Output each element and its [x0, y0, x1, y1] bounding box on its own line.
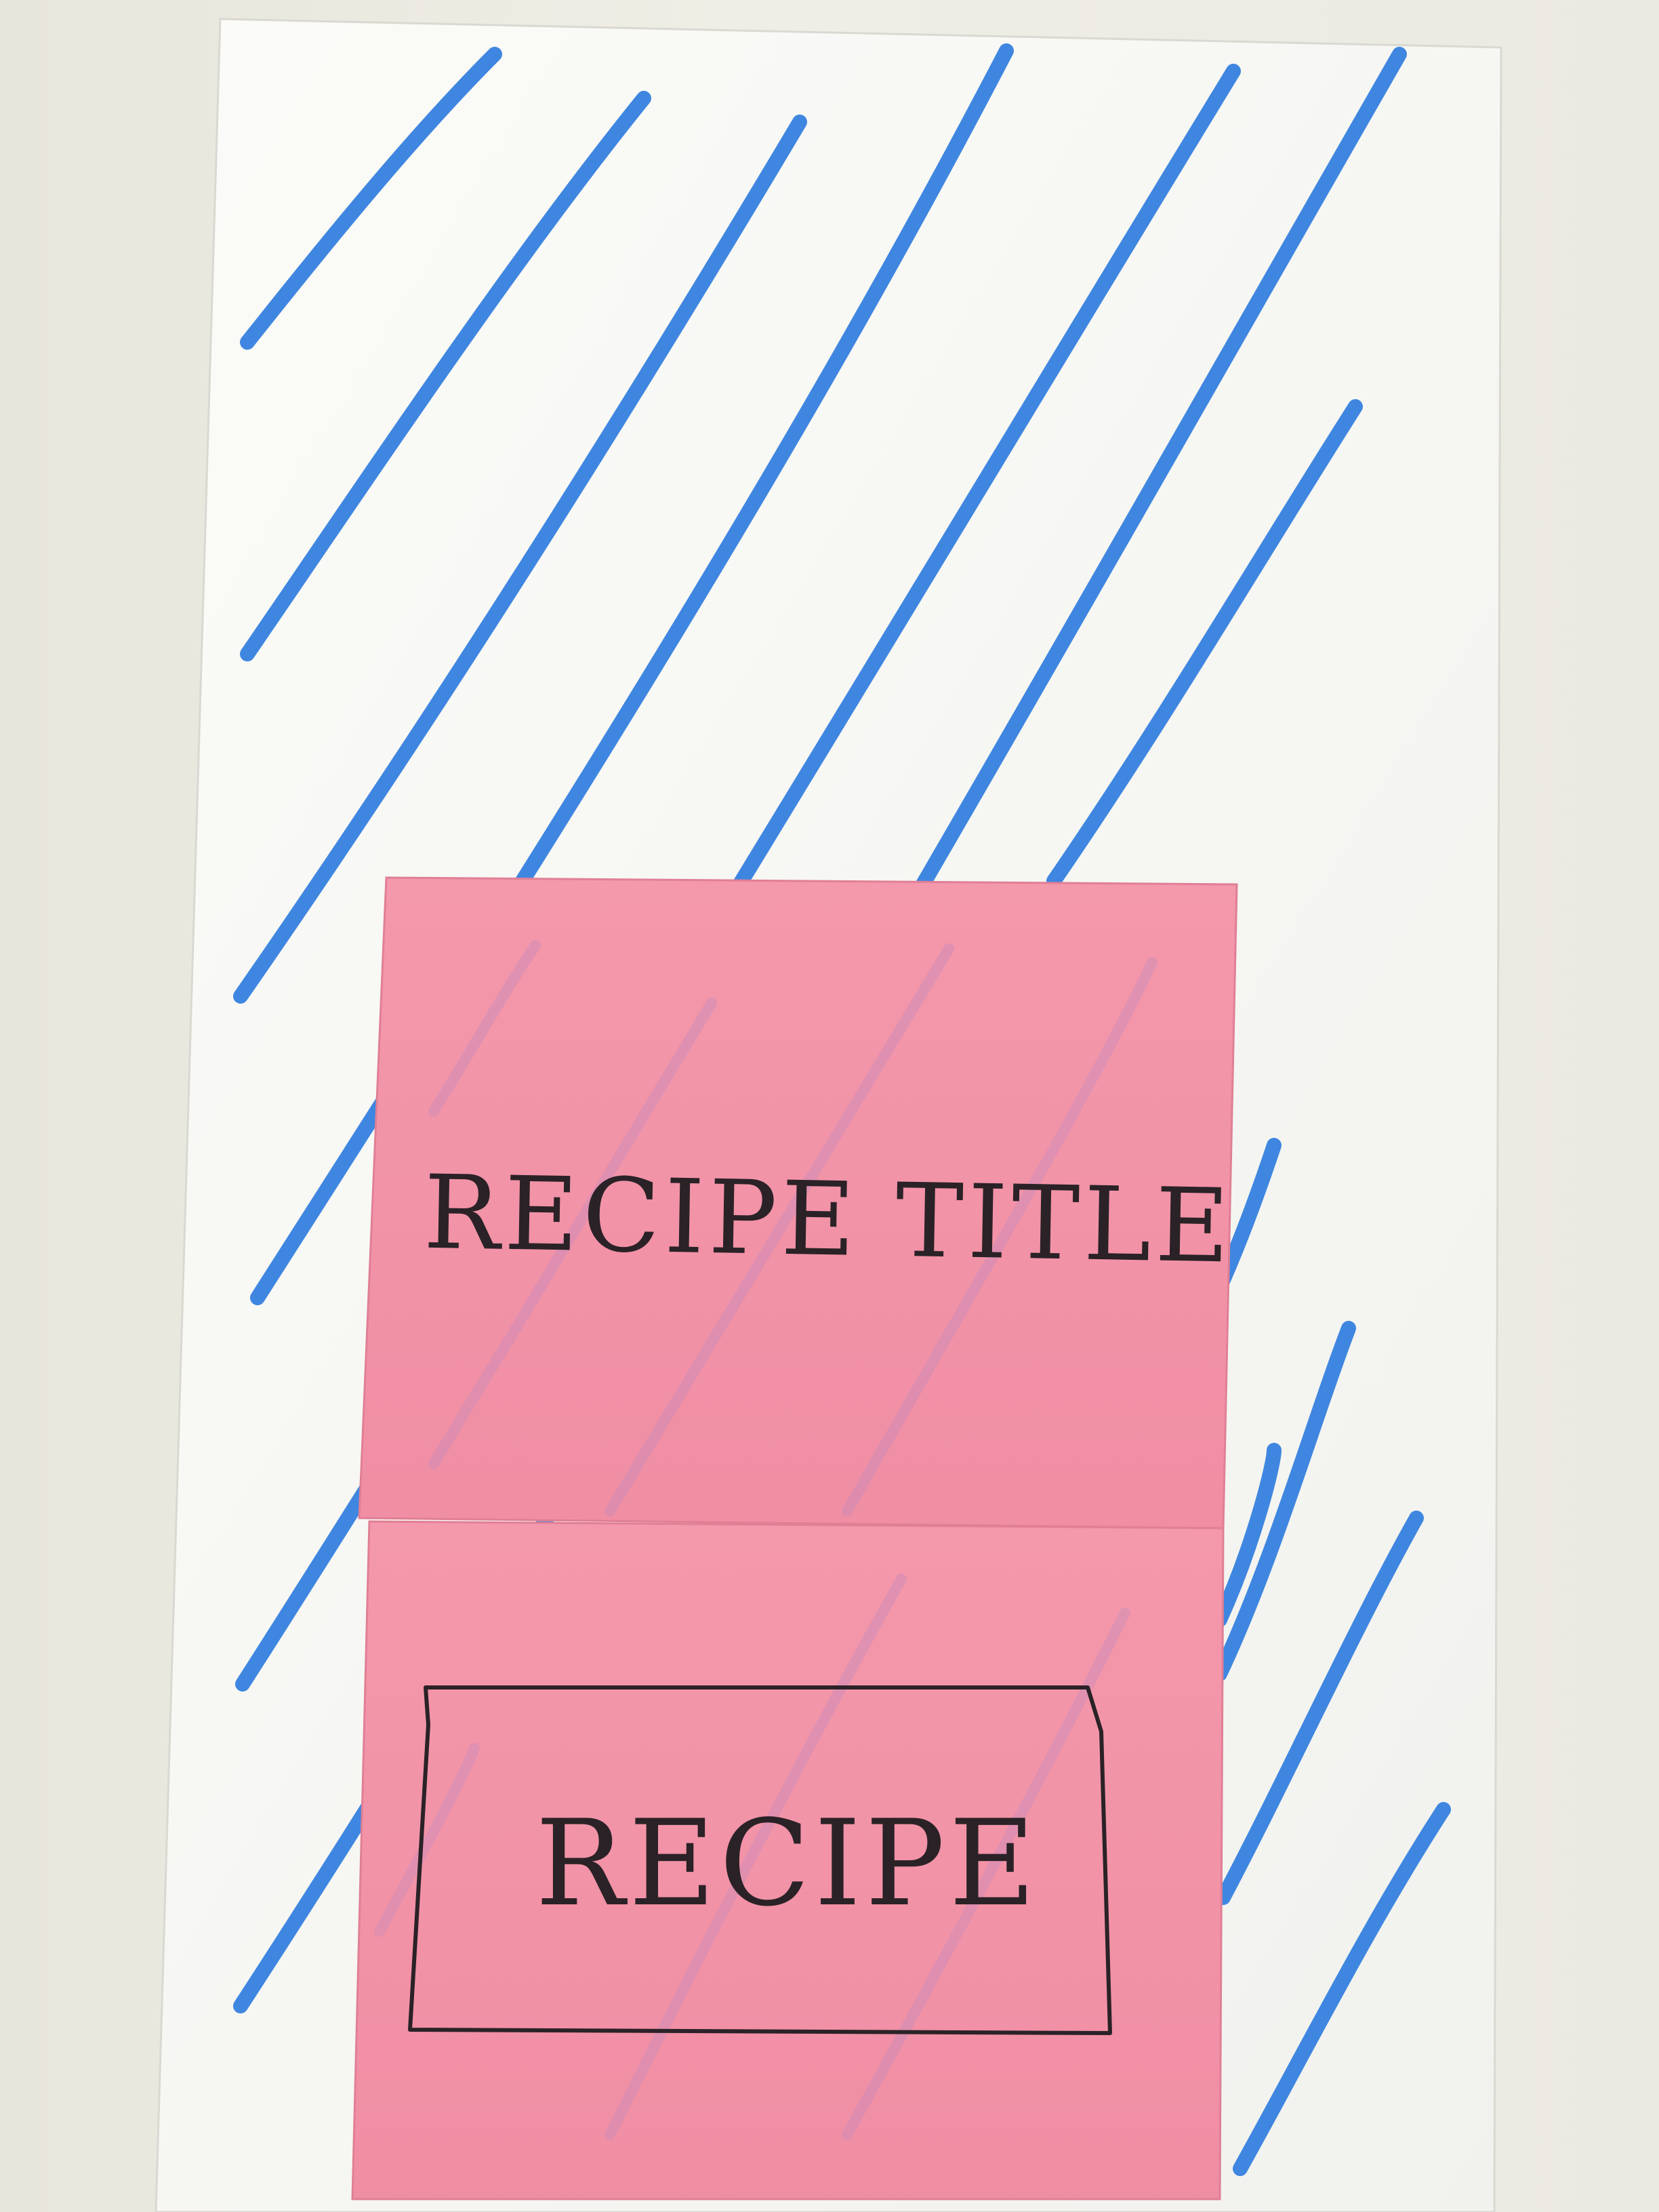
- recipe-button-outline[interactable]: [408, 1685, 1112, 2035]
- top-sticky-note: RECIPE TITLE: [358, 876, 1238, 1530]
- recipe-title-label: RECIPE TITLE: [423, 1154, 1235, 1286]
- recipe-button-label[interactable]: RECIPE: [535, 1795, 1040, 1933]
- bottom-sticky-note: RECIPE: [351, 1520, 1225, 2200]
